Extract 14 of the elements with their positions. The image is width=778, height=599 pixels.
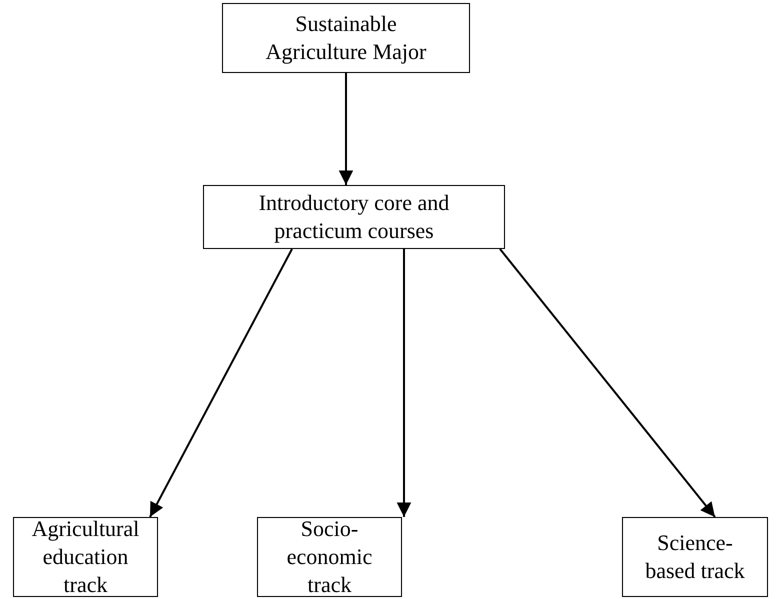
box-label: Agricultural education track: [30, 515, 140, 599]
box-label: Science-based track: [645, 529, 745, 585]
arrow: [149, 248, 293, 518]
process-box: [203, 185, 505, 249]
box-label: Socio-economic track: [286, 515, 374, 599]
arrow: [499, 248, 716, 518]
box-label: Sustainable Agriculture Major: [264, 10, 428, 66]
process-box: [13, 517, 158, 597]
process-box: [257, 517, 402, 597]
process-box: [622, 517, 768, 597]
box-label: Introductory core and practicum courses: [258, 189, 450, 245]
arrow: [396, 249, 412, 517]
arrow: [338, 73, 354, 185]
process-box: [222, 3, 470, 73]
